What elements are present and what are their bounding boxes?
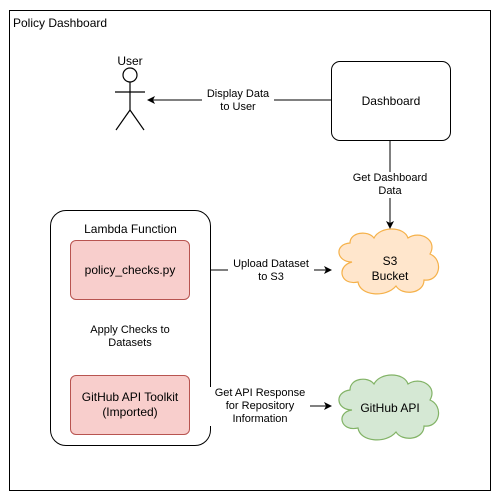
github-api-toolkit-box: GitHub API Toolkit (Imported) <box>70 375 190 435</box>
user-actor-icon <box>115 67 145 131</box>
s3-bucket-label: S3 Bucket <box>360 254 420 284</box>
apply-line1: Apply Checks to <box>90 324 170 336</box>
get-dashboard-line1: Get Dashboard <box>352 172 428 184</box>
github-api-cloud <box>338 374 440 441</box>
get-api-response-label: Get API Response for Repository Informat… <box>210 387 310 426</box>
apply-checks-label: Apply Checks to Datasets <box>84 324 176 350</box>
github-api-label: GitHub API <box>360 401 420 415</box>
display-data-line2: to User <box>220 101 256 113</box>
dashboard-box: Dashboard <box>331 61 451 141</box>
upload-line2: to S3 <box>258 271 284 283</box>
policy-checks-box: policy_checks.py <box>70 240 190 300</box>
upload-dataset-label: Upload Dataset to S3 <box>228 258 314 284</box>
lambda-function-title: Lambda Function <box>84 222 177 236</box>
toolkit-label-line2: (Imported) <box>102 405 158 419</box>
policy-checks-label: policy_checks.py <box>84 262 176 277</box>
apply-line2: Datasets <box>108 337 152 349</box>
display-data-line1: Display Data <box>206 88 270 100</box>
get-api-line1: Get API Response <box>214 387 306 399</box>
get-dashboard-line2: Data <box>378 185 402 197</box>
upload-line1: Upload Dataset <box>233 258 309 270</box>
s3-label-line2: Bucket <box>371 269 409 283</box>
dashboard-label: Dashboard <box>361 94 421 108</box>
s3-label-line1: S3 <box>382 254 398 268</box>
get-api-line3: Information <box>232 413 288 425</box>
get-api-line2: for Repository <box>225 400 295 412</box>
toolkit-label-line1: GitHub API Toolkit <box>81 390 179 404</box>
get-dashboard-data-label: Get Dashboard Data <box>350 172 430 198</box>
user-label: User <box>117 54 143 68</box>
s3-bucket-cloud <box>338 228 440 295</box>
display-data-label: Display Data to User <box>202 88 274 114</box>
policy-dashboard-frame <box>9 10 491 491</box>
frame-title: Policy Dashboard <box>13 16 108 30</box>
